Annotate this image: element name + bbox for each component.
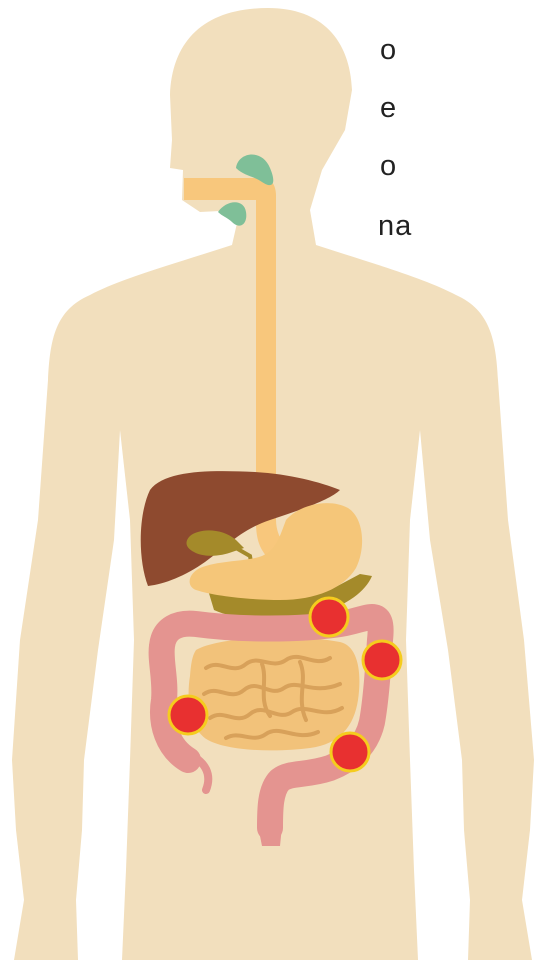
rectum — [258, 826, 282, 846]
marker-right-colon — [363, 641, 401, 679]
marker-left-colon — [169, 696, 207, 734]
marker-lower-colon — [331, 733, 369, 771]
small-intestine — [189, 637, 360, 750]
marker-upper-left-colon — [310, 598, 348, 636]
